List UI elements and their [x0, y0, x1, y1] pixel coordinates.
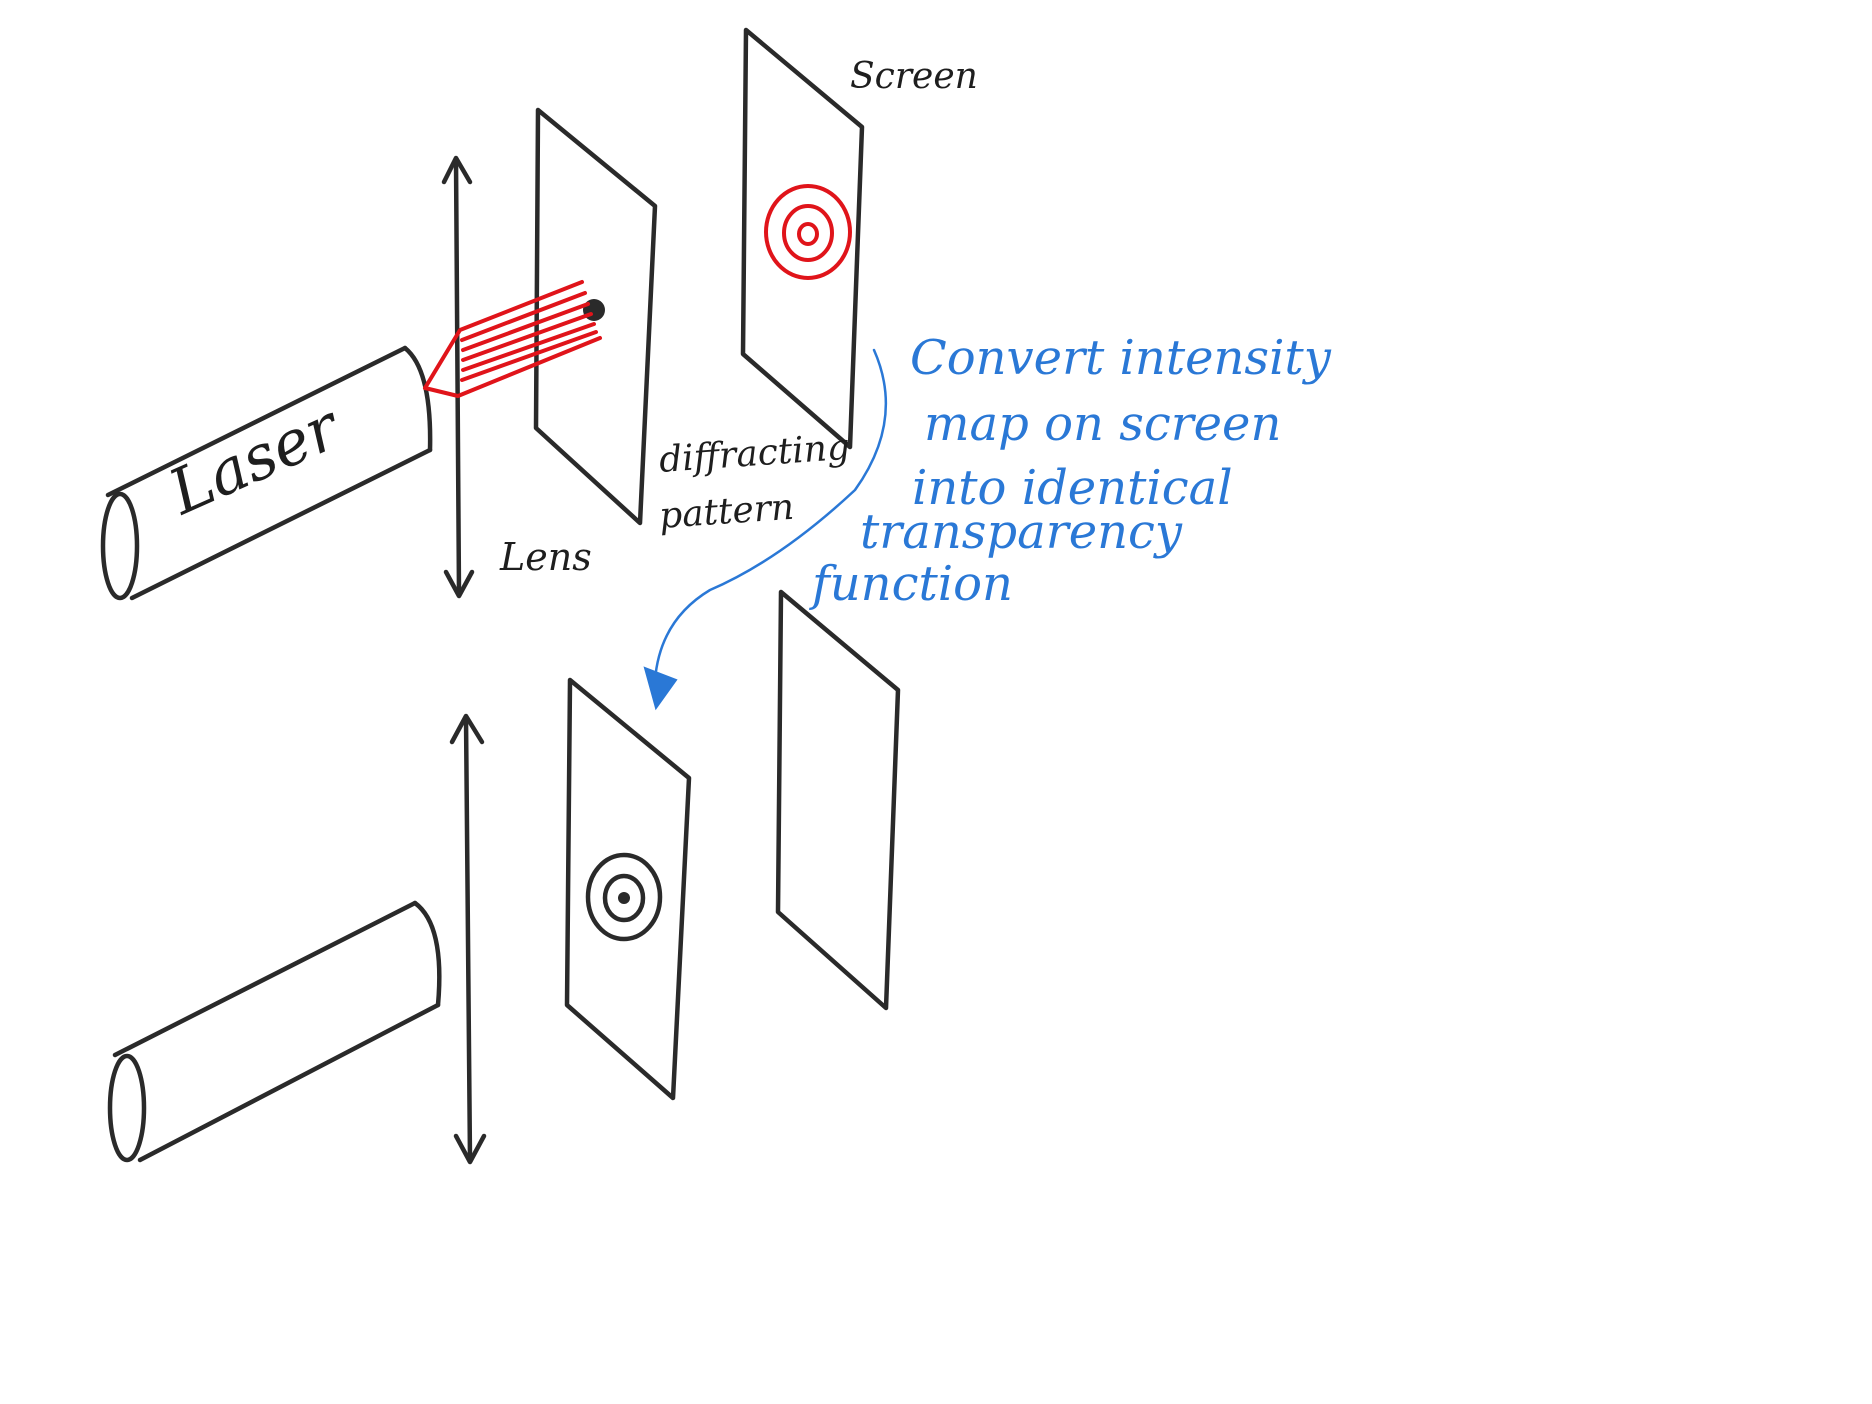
- conversion-arrow: [643, 348, 888, 711]
- diffracting-label-1: diffracting: [658, 427, 852, 481]
- screen-plane-bottom: [775, 589, 901, 1011]
- diffraction-rings: [764, 184, 852, 280]
- laser-label: Laser: [157, 389, 352, 529]
- lens-bottom: [449, 713, 487, 1165]
- laser-bottom: [107, 900, 442, 1163]
- screen-label: Screen: [850, 56, 978, 97]
- diffracting-label-2: pattern: [658, 487, 796, 537]
- transparency-center: [618, 892, 630, 904]
- conversion-note: Convert intensity map on screen into ide…: [809, 330, 1332, 612]
- note-line-3: into identical: [912, 460, 1233, 516]
- note-line-2: map on screen: [924, 396, 1281, 452]
- laser-top: [100, 345, 433, 601]
- note-line-4: transparency: [860, 504, 1183, 560]
- note-line-5: function: [809, 556, 1013, 612]
- laser-beam: [423, 280, 602, 398]
- screen-plane-top: [740, 27, 865, 450]
- arrow-head: [643, 666, 678, 711]
- lens-label: Lens: [499, 535, 592, 579]
- transparency-plane: [564, 677, 692, 1101]
- note-line-1: Convert intensity: [910, 330, 1332, 386]
- lens-top: [441, 155, 475, 599]
